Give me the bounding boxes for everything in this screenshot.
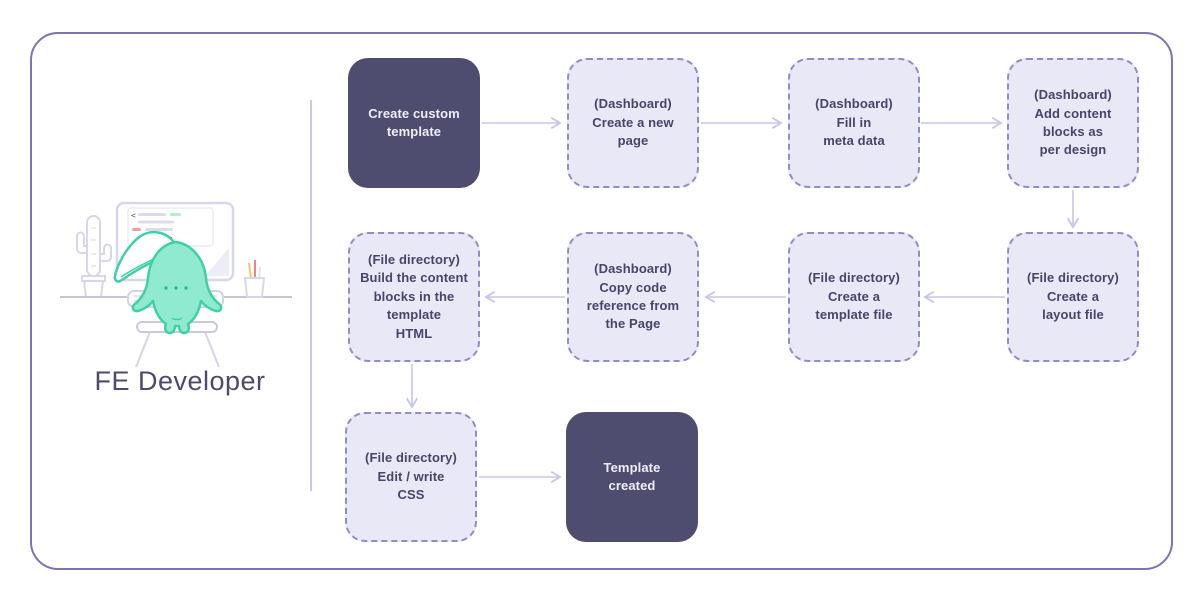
flow-node-fill-meta-data: (Dashboard) Fill in meta data <box>788 58 920 188</box>
flow-node-label: (Dashboard) Copy code reference from the… <box>586 261 680 332</box>
flow-node-create-custom-template: Create custom template <box>348 58 480 188</box>
flow-node-label: (Dashboard) Create a new page <box>592 96 674 149</box>
character-tail-line <box>171 317 183 321</box>
pencil-cup-icon <box>243 260 266 298</box>
page-curl <box>205 248 229 276</box>
flow-node-add-content-blocks: (Dashboard) Add content blocks as per de… <box>1007 58 1139 188</box>
flow-node-build-content-blocks: (File directory) Build the content block… <box>348 232 480 362</box>
flow-node-label: Create custom template <box>368 105 460 139</box>
cactus-icon <box>76 215 112 298</box>
flow-node-create-new-page: (Dashboard) Create a new page <box>567 58 699 188</box>
diagram-frame <box>30 32 1173 570</box>
leaf-icon <box>113 230 179 283</box>
developer-at-desk-illustration: < /> <box>60 201 292 368</box>
flow-node-label: (File directory) Build the content block… <box>360 251 468 341</box>
flow-node-create-layout-file: (File directory) Create a layout file <box>1007 232 1139 362</box>
developer-character-icon <box>113 230 223 335</box>
stool-icon <box>135 321 220 368</box>
flow-node-template-created: Template created <box>566 412 698 542</box>
flow-node-label: Template created <box>603 459 661 493</box>
flow-node-label: (Dashboard) Add content blocks as per de… <box>1034 87 1112 158</box>
flow-node-label: (Dashboard) Fill in meta data <box>815 96 893 149</box>
flow-node-edit-write-css: (File directory) Edit / write CSS <box>345 412 477 542</box>
flow-node-label: (File directory) Edit / write CSS <box>365 450 457 503</box>
flow-node-label: (File directory) Create a template file <box>808 270 900 323</box>
flow-node-label: (File directory) Create a layout file <box>1027 270 1119 323</box>
actor-label: FE Developer <box>94 366 266 396</box>
flow-node-copy-code-reference: (Dashboard) Copy code reference from the… <box>567 232 699 362</box>
character-back-dots <box>164 286 188 290</box>
flow-node-create-template-file: (File directory) Create a template file <box>788 232 920 362</box>
code-open-glyph: < <box>131 211 136 220</box>
